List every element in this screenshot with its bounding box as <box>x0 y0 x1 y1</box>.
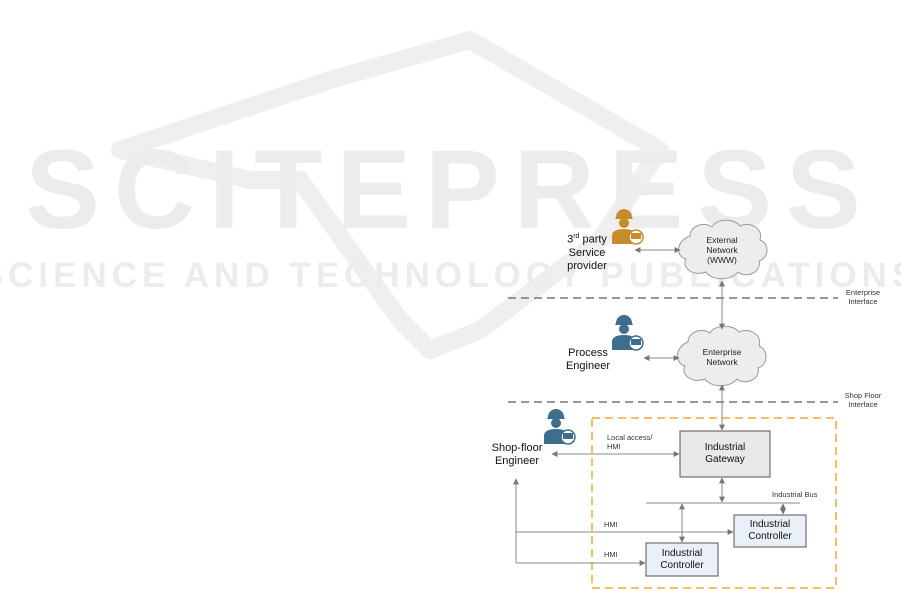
industrial-controller-upper-label: Industrial Controller <box>734 519 806 543</box>
local-access-label: Local access/ HMI <box>607 433 677 451</box>
shopfloor-engineer-icon <box>544 409 575 444</box>
external-network-label: External Network (WWW) <box>694 235 750 265</box>
industrial-bus-label: Industrial Bus <box>772 490 817 499</box>
industrial-controller-lower-label: Industrial Controller <box>646 548 718 572</box>
hmi-lower-label: HMI <box>604 550 618 559</box>
watermark-tagline: SCIENCE AND TECHNOLOGY PUBLICATIONS <box>0 256 901 295</box>
industrial-gateway-label: Industrial Gateway <box>680 442 770 466</box>
watermark: SCITEPRESS SCIENCE AND TECHNOLOGY PUBLIC… <box>0 40 901 350</box>
process-engineer-label: Process Engineer <box>556 347 620 373</box>
enterprise-network-label: Enterprise Network <box>692 347 752 367</box>
shopfloor-engineer-label: Shop-floor Engineer <box>478 442 556 468</box>
third-party-label: 3rd party Service provider <box>552 230 622 273</box>
enterprise-interface-label: Enterprise Interface <box>838 288 888 306</box>
shopfloor-interface-label: Shop Floor Interface <box>838 391 888 409</box>
hmi-upper-label: HMI <box>604 520 618 529</box>
process-engineer-icon <box>612 315 643 350</box>
